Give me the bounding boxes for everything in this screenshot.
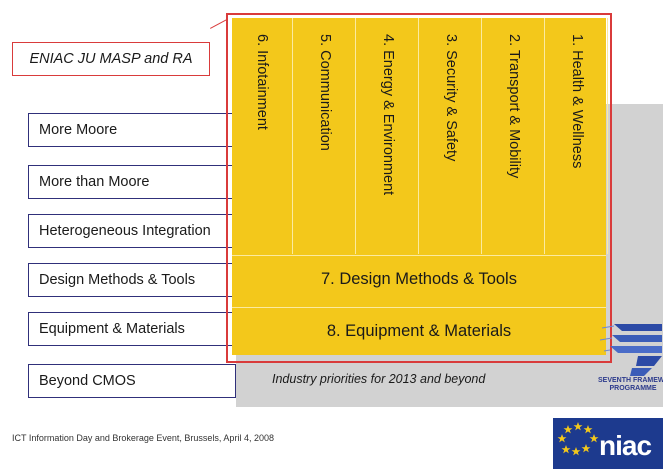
column-label: 3. Security & Safety: [443, 34, 459, 162]
eniac-wordmark: niac: [599, 430, 652, 461]
column-label: 4. Energy & Environment: [380, 34, 396, 196]
column-communication: 5. Communication: [295, 18, 356, 254]
row-design-methods-tools: 7. Design Methods & Tools: [232, 255, 606, 303]
column-energy-environment: 4. Energy & Environment: [358, 18, 419, 254]
column-transport-mobility: 2. Transport & Mobility: [484, 18, 545, 254]
eniac-logo: niac: [553, 418, 663, 469]
column-label: 1. Health & Wellness: [569, 34, 585, 169]
label-beyond-cmos: Beyond CMOS: [28, 364, 236, 398]
label-equipment-materials: Equipment & Materials: [28, 312, 236, 346]
column-infotainment: 6. Infotainment: [232, 18, 293, 254]
column-security-safety: 3. Security & Safety: [421, 18, 482, 254]
application-grid: 6. Infotainment 5. Communication 4. Ener…: [232, 18, 608, 355]
label-more-than-moore: More than Moore: [28, 165, 236, 199]
column-label: 6. Infotainment: [254, 34, 270, 130]
label-design-methods-tools: Design Methods & Tools: [28, 263, 236, 297]
star-circle-icon: [557, 422, 599, 456]
fp7-line-1: SEVENTH FRAMEWO: [598, 377, 663, 384]
column-health-wellness: 1. Health & Wellness: [547, 18, 608, 254]
label-more-moore: More Moore: [28, 113, 236, 147]
fp7-line-2: PROGRAMME: [609, 385, 657, 392]
label-heterogeneous-integration: Heterogeneous Integration: [28, 214, 236, 248]
callout-box: ENIAC JU MASP and RA: [12, 42, 210, 76]
column-label: 2. Transport & Mobility: [506, 34, 522, 179]
row-equipment-materials: 8. Equipment & Materials: [232, 307, 606, 355]
footer-text: ICT Information Day and Brokerage Event,…: [12, 433, 274, 443]
fp7-logo-icon: [599, 324, 662, 376]
callout-connector: [210, 19, 227, 29]
column-label: 5. Communication: [317, 34, 333, 151]
caption: Industry priorities for 2013 and beyond: [272, 372, 486, 386]
fp7-caption: SEVENTH FRAMEWO PROGRAMME: [598, 377, 663, 393]
